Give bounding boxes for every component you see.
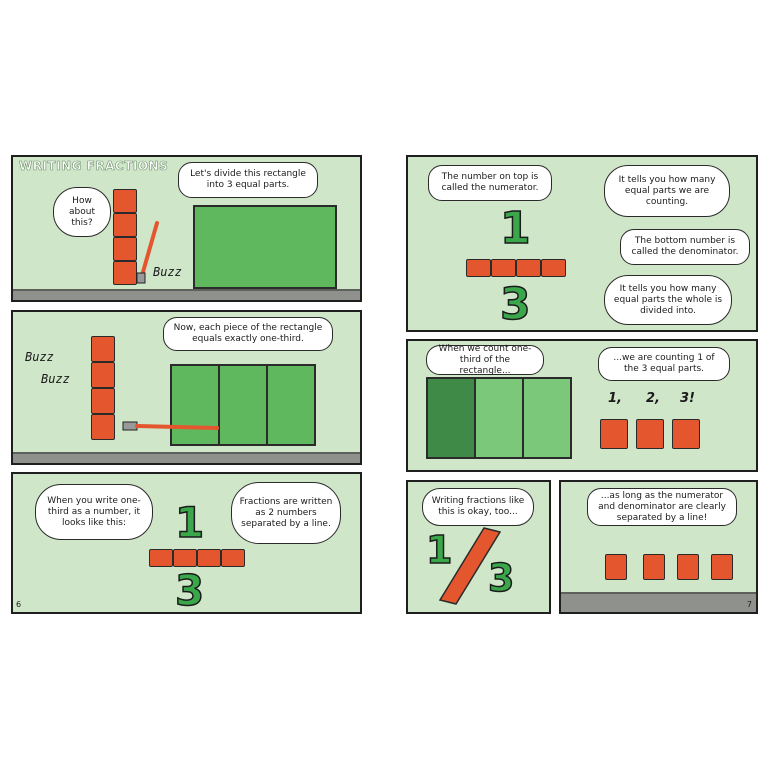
fraction-bar-block xyxy=(466,259,491,277)
block-character xyxy=(672,419,700,449)
panel-right-4: ...as long as the numerator and denomina… xyxy=(559,480,758,614)
block-character-part xyxy=(113,213,137,237)
fraction-bar-block xyxy=(149,549,173,567)
count-label-3: 3! xyxy=(680,391,695,406)
block-character-part xyxy=(91,336,115,362)
rectangle-third-2 xyxy=(218,364,268,446)
speech-bubble-numerator: The number on top is called the numerato… xyxy=(428,165,552,201)
speech-bubble-whole: It tells you how many equal parts the wh… xyxy=(604,275,732,325)
fraction-denominator: 3 xyxy=(499,278,531,330)
fraction-bar-block xyxy=(541,259,566,277)
fraction-numerator: 1 xyxy=(499,202,531,255)
sound-effect-buzz: Buzz xyxy=(41,372,70,386)
rectangle-third-counted xyxy=(426,377,476,459)
big-rectangle xyxy=(193,205,337,289)
speech-bubble-how-about: How about this? xyxy=(53,187,111,237)
block-character xyxy=(636,419,664,449)
rectangle-third-2 xyxy=(474,377,524,459)
speech-bubble-okay: Writing fractions like this is okay, too… xyxy=(422,488,534,526)
block-character xyxy=(643,554,665,580)
rectangle-third-3 xyxy=(522,377,572,459)
block-character-part xyxy=(113,189,137,213)
fraction-bar-block xyxy=(197,549,221,567)
panel-left-3: When you write one-third as a number, it… xyxy=(11,472,362,614)
speech-bubble-count: When we count one-third of the rectangle… xyxy=(426,344,544,376)
saber-icon xyxy=(136,221,159,284)
count-label-2: 2, xyxy=(646,391,660,406)
block-character-part xyxy=(113,237,137,261)
block-character-part xyxy=(91,414,115,440)
block-character-part xyxy=(91,362,115,388)
sound-effect-buzz: Buzz xyxy=(153,265,182,279)
ground-strip xyxy=(13,452,360,463)
saber-icon xyxy=(122,421,219,431)
panel-right-2: When we count one-third of the rectangle… xyxy=(406,339,758,472)
page-title: WRITING FRACTIONS xyxy=(19,159,169,174)
speech-bubble-write: When you write one-third as a number, it… xyxy=(35,484,153,540)
block-character xyxy=(605,554,627,580)
fraction-bar-block xyxy=(491,259,516,277)
rectangle-third-3 xyxy=(266,364,316,446)
block-character-part xyxy=(91,388,115,414)
fraction-numerator-slanted: 1 xyxy=(425,527,453,573)
page-number: 6 xyxy=(16,600,22,609)
speech-bubble-divide: Let's divide this rectangle into 3 equal… xyxy=(178,162,318,198)
speech-bubble-denominator: The bottom number is called the denomina… xyxy=(620,229,750,265)
count-label-1: 1, xyxy=(608,391,622,406)
block-character xyxy=(600,419,628,449)
panel-left-1: WRITING FRACTIONS How about this? Let's … xyxy=(11,155,362,302)
block-character xyxy=(677,554,699,580)
block-character-part xyxy=(113,261,137,285)
speech-bubble-fractions: Fractions are written as 2 numbers separ… xyxy=(231,482,341,544)
fraction-denominator: 3 xyxy=(174,565,205,614)
block-character xyxy=(711,554,733,580)
sound-effect-buzz: Buzz xyxy=(25,350,54,364)
speech-bubble-counting-parts: ...we are counting 1 of the 3 equal part… xyxy=(598,347,730,381)
panel-right-3: Writing fractions like this is okay, too… xyxy=(406,480,551,614)
slanted-fraction-bar xyxy=(438,527,502,605)
panel-right-1: The number on top is called the numerato… xyxy=(406,155,758,332)
rectangle-third-1 xyxy=(170,364,220,446)
page-number: 7 xyxy=(746,600,752,609)
speech-bubble-separated: ...as long as the numerator and denomina… xyxy=(587,488,737,526)
ground-strip xyxy=(13,289,360,300)
fraction-bar-block xyxy=(516,259,541,277)
fraction-bar-block xyxy=(221,549,245,567)
fraction-numerator: 1 xyxy=(174,497,205,548)
speech-bubble-each-piece: Now, each piece of the rectangle equals … xyxy=(163,317,333,351)
ground-strip xyxy=(561,592,756,612)
panel-left-2: Now, each piece of the rectangle equals … xyxy=(11,310,362,465)
speech-bubble-counting: It tells you how many equal parts we are… xyxy=(604,165,730,217)
fraction-denominator-slanted: 3 xyxy=(487,555,515,601)
fraction-bar-block xyxy=(173,549,197,567)
